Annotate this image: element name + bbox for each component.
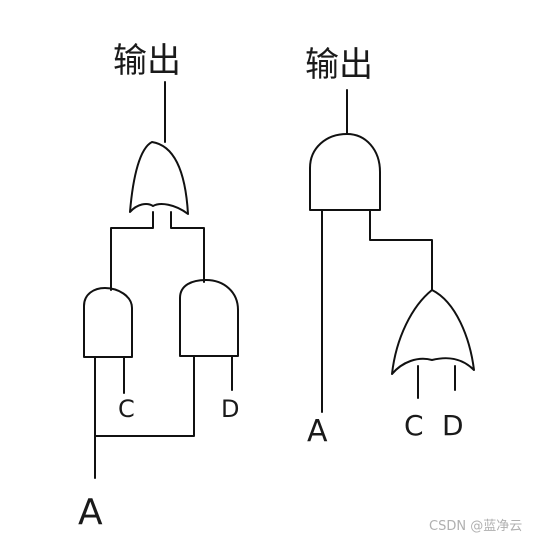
- right-input-c-label: C: [404, 409, 424, 442]
- left-input-a-label: A: [78, 492, 103, 533]
- left-or-gate: [129, 141, 189, 215]
- right-output-label: 输出: [305, 45, 373, 85]
- right-and-gate: [309, 133, 381, 211]
- right-and-to-or-wire: [369, 209, 433, 291]
- left-or-input-right-wire: [170, 211, 205, 283]
- left-and-gate-2: [179, 279, 239, 357]
- left-output-label: 输出: [113, 41, 181, 81]
- left-wire-a-to-gate2: [94, 355, 195, 437]
- left-or-input-left-wire: [110, 211, 154, 291]
- watermark-author: 蓝净云: [483, 519, 523, 534]
- left-input-d-label: D: [221, 395, 239, 423]
- right-or-gate: [391, 289, 475, 375]
- left-and-gate-1: [83, 287, 133, 358]
- left-circuit: [83, 81, 239, 479]
- right-input-a-label: A: [307, 414, 328, 449]
- watermark-prefix: CSDN @: [429, 519, 484, 534]
- right-circuit: [309, 89, 475, 413]
- left-input-c-label: C: [118, 395, 135, 423]
- csdn-watermark: CSDN @蓝净云: [429, 515, 522, 534]
- right-input-d-label: D: [442, 409, 464, 442]
